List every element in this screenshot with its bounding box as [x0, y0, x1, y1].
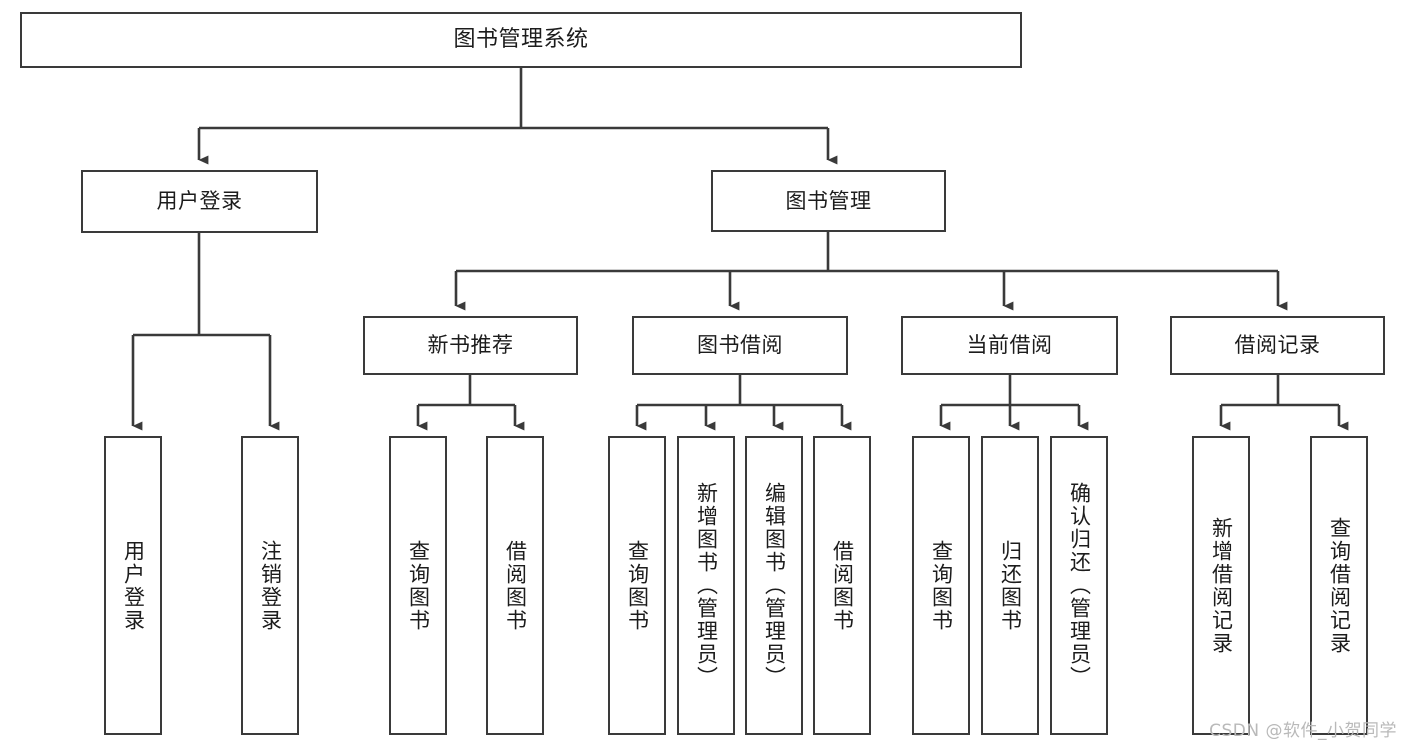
- node-label: 借阅图书: [830, 539, 855, 632]
- leaf-book-borrow-add[interactable]: 新增图书（管理员）: [677, 436, 735, 735]
- leaf-new-book-borrow[interactable]: 借阅图书: [486, 436, 544, 735]
- node-label: 确认归还（管理员）: [1067, 482, 1092, 689]
- node-label: 归还图书: [998, 539, 1023, 632]
- leaf-user-login-logout[interactable]: 注销登录: [241, 436, 299, 735]
- node-label: 图书管理: [785, 188, 872, 213]
- leaf-user-login-login[interactable]: 用户登录: [104, 436, 162, 735]
- leaf-book-borrow-query[interactable]: 查询图书: [608, 436, 666, 735]
- node-current-borrow[interactable]: 当前借阅: [901, 316, 1118, 375]
- node-label: 新增借阅记录: [1209, 516, 1234, 655]
- watermark: CSDN @软件_小贺同学: [1209, 721, 1397, 741]
- leaf-borrow-record-query[interactable]: 查询借阅记录: [1310, 436, 1368, 735]
- leaf-current-borrow-return[interactable]: 归还图书: [981, 436, 1039, 735]
- node-label: 用户登录: [156, 189, 243, 214]
- leaf-current-borrow-confirm-return[interactable]: 确认归还（管理员）: [1050, 436, 1108, 735]
- node-label: 借阅图书: [503, 539, 528, 632]
- leaf-current-borrow-query[interactable]: 查询图书: [912, 436, 970, 735]
- leaf-new-book-query[interactable]: 查询图书: [389, 436, 447, 735]
- leaf-book-borrow-borrow[interactable]: 借阅图书: [813, 436, 871, 735]
- leaf-book-borrow-edit[interactable]: 编辑图书（管理员）: [745, 436, 803, 735]
- node-label: 图书借阅: [697, 333, 783, 358]
- node-label: 当前借阅: [966, 333, 1053, 358]
- node-label: 注销登录: [258, 539, 283, 632]
- node-label: 用户登录: [121, 539, 146, 632]
- node-book-borrow[interactable]: 图书借阅: [632, 316, 848, 375]
- node-user-login[interactable]: 用户登录: [81, 170, 318, 233]
- node-borrow-record[interactable]: 借阅记录: [1170, 316, 1385, 375]
- node-root-system[interactable]: 图书管理系统: [20, 12, 1022, 68]
- node-label: 查询图书: [625, 539, 650, 632]
- node-book-management[interactable]: 图书管理: [711, 170, 946, 232]
- node-label: 查询图书: [406, 539, 431, 632]
- node-label: 新书推荐: [427, 333, 514, 358]
- node-new-book-recommend[interactable]: 新书推荐: [363, 316, 578, 375]
- node-label: 借阅记录: [1234, 333, 1321, 358]
- node-label: 查询借阅记录: [1327, 516, 1352, 655]
- node-label: 图书管理系统: [453, 27, 589, 53]
- node-label: 新增图书（管理员）: [694, 482, 719, 689]
- node-label: 查询图书: [929, 539, 954, 632]
- node-label: 编辑图书（管理员）: [762, 482, 787, 689]
- leaf-borrow-record-add[interactable]: 新增借阅记录: [1192, 436, 1250, 735]
